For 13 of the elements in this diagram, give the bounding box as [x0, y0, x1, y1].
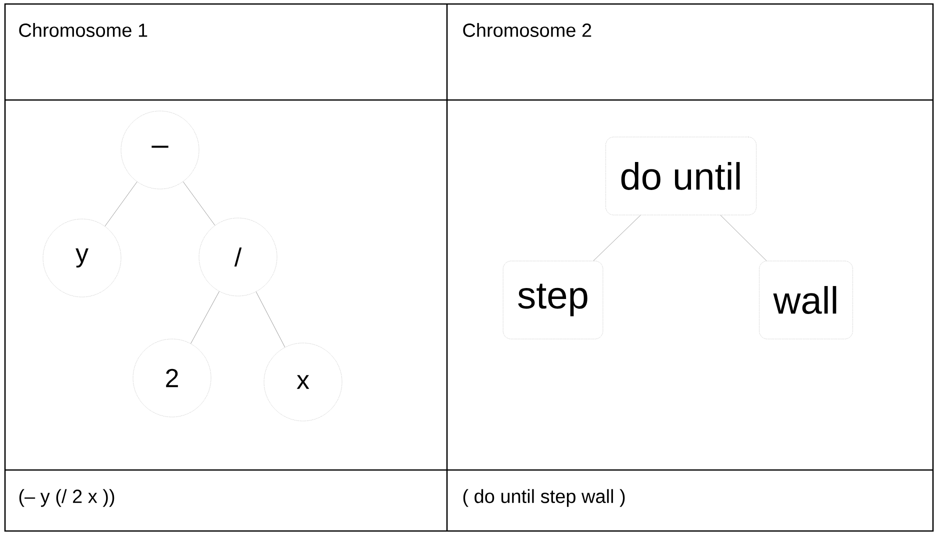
table-cell-text: (– y (/ 2 x ))	[19, 489, 114, 507]
tree-line	[190, 291, 220, 344]
tree-line	[720, 215, 767, 261]
tree-line	[256, 292, 286, 348]
table-cell-text: Chromosome 1	[19, 23, 148, 37]
table-cell-text: ( do until step wall )	[463, 489, 625, 507]
tree-node-box: do until	[606, 136, 756, 216]
tree-line	[593, 215, 641, 261]
tree-line	[182, 181, 216, 226]
tree-node-box: wall	[759, 260, 853, 340]
table-cell-text: Chromosome 2	[463, 23, 592, 37]
tree-line	[104, 182, 138, 226]
tree-node-box: step	[502, 260, 604, 340]
